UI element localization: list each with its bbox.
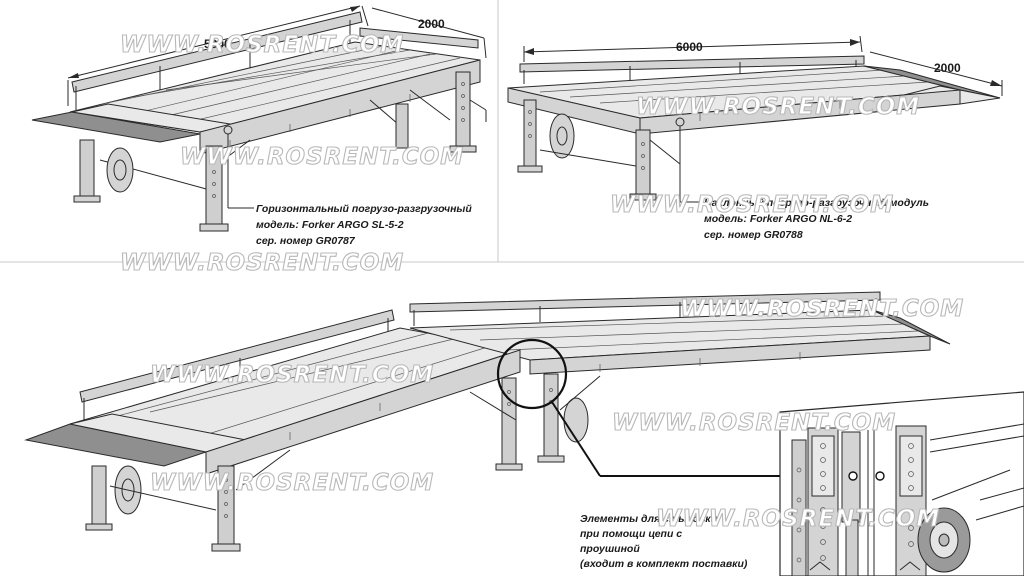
- watermark-2: WWW.ROSRENT.COM: [180, 144, 464, 170]
- dimension-length-nl6: 6000: [676, 40, 703, 54]
- combined-assembly-drawing: [24, 291, 951, 552]
- label-nl6-line3: сер. номер GR0788: [704, 229, 803, 241]
- watermark-4: WWW.ROSRENT.COM: [610, 192, 894, 218]
- watermark-5: WWW.ROSRENT.COM: [120, 250, 404, 276]
- label-sl5-line3: сер. номер GR0787: [256, 235, 356, 247]
- watermark-7: WWW.ROSRENT.COM: [150, 362, 434, 388]
- label-coupling-line1: Элементы для стыковки: [580, 513, 718, 525]
- label-sl5-line1: Горизонтальный погрузо-разгрузочный: [256, 203, 472, 215]
- label-coupling-line4: (входит в комплект поставки): [580, 558, 748, 570]
- watermark-9: WWW.ROSRENT.COM: [150, 470, 434, 496]
- dimension-length-sl5: 5000: [204, 37, 231, 51]
- watermark-10: WWW.ROSRENT.COM: [656, 506, 940, 532]
- watermark-3: WWW.ROSRENT.COM: [636, 94, 920, 120]
- watermark-8: WWW.ROSRENT.COM: [612, 410, 896, 436]
- coupling-detail-inset: [779, 391, 1024, 576]
- module-nl6-drawing: [507, 35, 1003, 203]
- label-nl6-line1: Наклонный погрузо-разгрузочный модуль: [704, 197, 929, 209]
- label-sl5-line2: модель: Forker ARGO SL-5-2: [256, 219, 404, 231]
- watermarks: WWW.ROSRENT.COM WWW.ROSRENT.COM WWW.ROSR…: [119, 31, 964, 532]
- watermark-6: WWW.ROSRENT.COM: [680, 296, 964, 322]
- label-coupling-line2: при помощи цепи с: [580, 528, 682, 540]
- panel-dividers: [0, 0, 1024, 263]
- dimension-width-sl5: 2000: [418, 17, 445, 31]
- label-nl6-line2: модель: Forker ARGO NL-6-2: [704, 213, 852, 225]
- label-coupling-line3: проушиной: [580, 543, 640, 555]
- dimension-width-nl6: 2000: [934, 61, 961, 75]
- module-sl5-drawing: [31, 5, 487, 232]
- watermark-1: WWW.ROSRENT.COM: [120, 32, 404, 58]
